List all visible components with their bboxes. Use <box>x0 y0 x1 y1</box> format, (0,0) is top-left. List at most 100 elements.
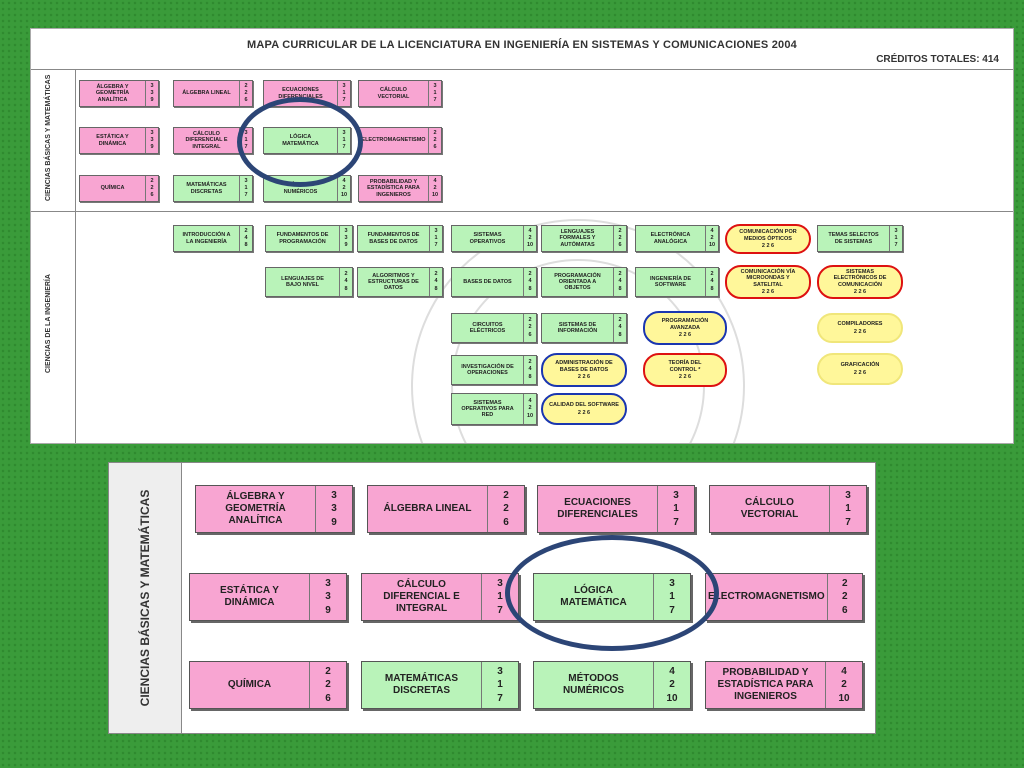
elective-name: PROGRAMACIÓN AVANZADA <box>661 318 709 331</box>
course-name: ELECTRÓNICA ANALÓGICA <box>636 226 706 251</box>
elective-calidad-software[interactable]: CALIDAD DEL SOFTWARE 2 2 6 <box>541 393 627 425</box>
course-name: PROBABILIDAD Y ESTADÍSTICA PARA INGENIER… <box>359 176 429 201</box>
course-name: ALGORITMOS Y ESTRUCTURAS DE DATOS <box>358 268 430 296</box>
course-name: QUÍMICA <box>190 662 310 708</box>
course-name: ÁLGEBRA Y GEOMETRÍA ANALÍTICA <box>80 81 146 106</box>
elective-name: CALIDAD DEL SOFTWARE <box>549 402 619 409</box>
course-name: LENGUAJES DE BAJO NIVEL <box>266 268 340 296</box>
course-name: ECUACIONES DIFERENCIALES <box>264 81 338 106</box>
elective-microondas-satelital[interactable]: COMUNICACIÓN VÍA MICROONDAS Y SATELITAL … <box>725 265 811 299</box>
course-name: ECUACIONES DIFERENCIALES <box>538 486 658 532</box>
course-name: PROBABILIDAD Y ESTADÍSTICA PARA INGENIER… <box>706 662 826 708</box>
elective-programacion-avanzada[interactable]: PROGRAMACIÓN AVANZADA 2 2 6 <box>643 311 727 345</box>
elective-name: COMUNICACIÓN POR MEDIOS ÓPTICOS <box>739 229 797 242</box>
course-name: MATEMÁTICAS DISCRETAS <box>362 662 482 708</box>
elective-credits: 2 2 6 <box>761 242 775 249</box>
elective-teoria-control[interactable]: TEORÍA DEL CONTROL * 2 2 6 <box>643 353 727 387</box>
zoom-course-probabilidad-estadistica[interactable]: PROBABILIDAD Y ESTADÍSTICA PARA INGENIER… <box>705 661 863 709</box>
course-name: ESTÁTICA Y DINÁMICA <box>190 574 310 620</box>
curriculum-map-panel: MAPA CURRICULAR DE LA LICENCIATURA EN IN… <box>30 28 1014 444</box>
course-name: MATEMÁTICAS DISCRETAS <box>174 176 240 201</box>
elective-credits: 2 2 6 <box>853 369 867 376</box>
course-probabilidad-estadistica[interactable]: PROBABILIDAD Y ESTADÍSTICA PARA INGENIER… <box>358 175 442 202</box>
course-name: CIRCUITOS ELÉCTRICOS <box>452 314 524 342</box>
elective-credits: 2 2 6 <box>577 409 591 416</box>
elective-credits: 2 2 6 <box>678 373 692 380</box>
elective-name: COMUNICACIÓN VÍA MICROONDAS Y SATELITAL <box>740 269 796 288</box>
map-title: MAPA CURRICULAR DE LA LICENCIATURA EN IN… <box>247 39 797 51</box>
course-name: ÁLGEBRA LINEAL <box>174 81 240 106</box>
course-name: ÁLGEBRA LINEAL <box>368 486 488 532</box>
course-name: LENGUAJES FORMALES Y AUTÓMATAS <box>542 226 614 251</box>
elective-medios-opticos[interactable]: COMUNICACIÓN POR MEDIOS ÓPTICOS 2 2 6 <box>725 224 811 254</box>
course-name: SISTEMAS OPERATIVOS <box>452 226 524 251</box>
zoom-row-label-text: CIENCIAS BÁSICAS Y MATEMÁTICAS <box>138 489 152 707</box>
elective-sistemas-electronicos[interactable]: SISTEMAS ELECTRÓNICOS DE COMUNICACIÓN 2 … <box>817 265 903 299</box>
course-name: MÉTODOS NUMÉRICOS <box>534 662 654 708</box>
elective-administracion-bd[interactable]: ADMINISTRACIÓN DE BASES DE DATOS 2 2 6 <box>541 353 627 387</box>
elective-compiladores[interactable]: COMPILADORES 2 2 6 <box>817 313 903 343</box>
elective-graficacion[interactable]: GRAFICACIÓN 2 2 6 <box>817 353 903 385</box>
elective-name: ADMINISTRACIÓN DE BASES DE DATOS <box>555 360 613 373</box>
course-name: CÁLCULO DIFERENCIAL E INTEGRAL <box>174 128 240 153</box>
total-credits: CRÉDITOS TOTALES: 414 <box>876 54 999 65</box>
course-name: FUNDAMENTOS DE PROGRAMACIÓN <box>266 226 340 251</box>
course-name: ÁLGEBRA Y GEOMETRÍA ANALÍTICA <box>196 486 316 532</box>
divider-labels <box>75 69 76 443</box>
elective-credits: 2 2 6 <box>853 328 867 335</box>
zoom-divider <box>181 463 182 733</box>
